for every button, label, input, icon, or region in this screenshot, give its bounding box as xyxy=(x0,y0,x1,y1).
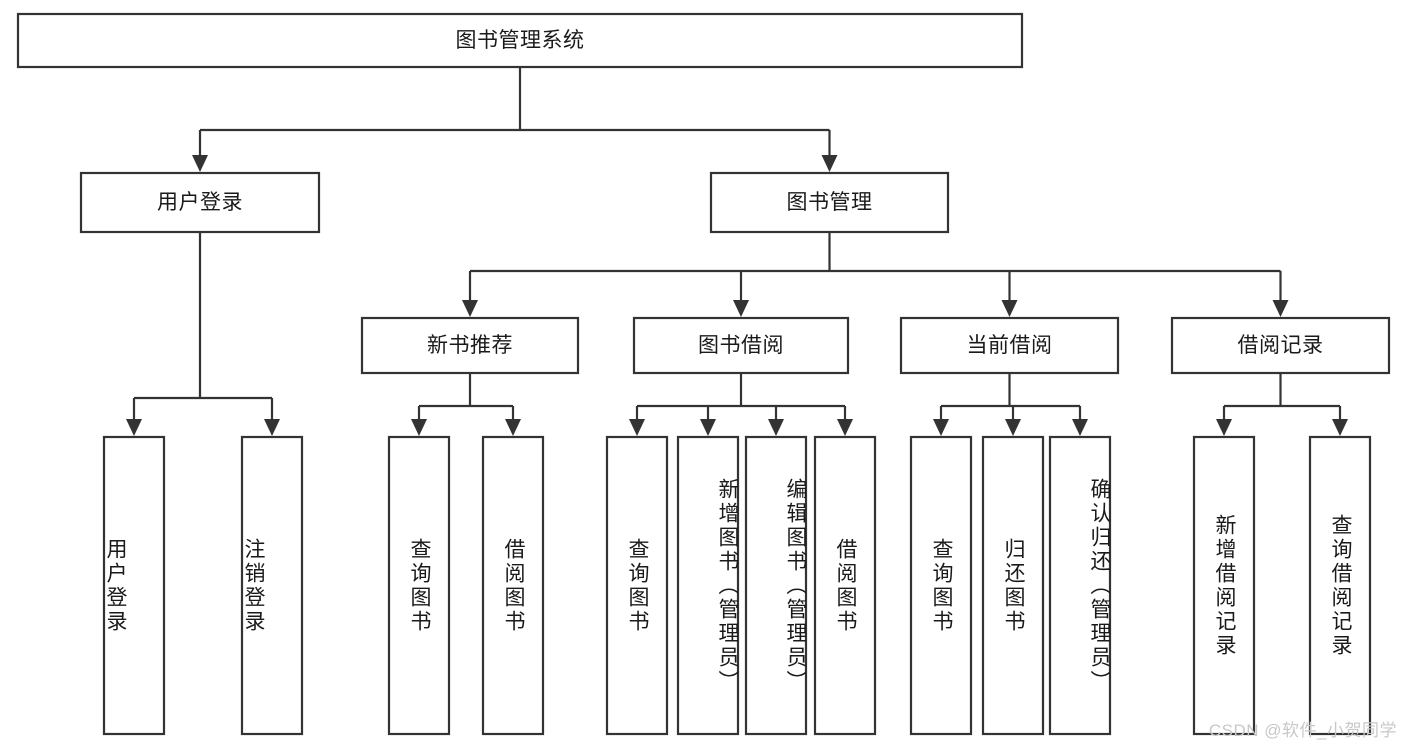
node-box-leaf-edit-book xyxy=(744,435,808,736)
node-box-leaf-borrow-book-1 xyxy=(481,435,545,736)
arrow-head-new-book-recommend-1 xyxy=(505,419,521,436)
arrow-head-current-borrow-1 xyxy=(1005,419,1021,436)
arrow-head-book-borrow-3 xyxy=(837,419,853,436)
arrow-head-borrow-record-1 xyxy=(1332,419,1348,436)
node-box-current-borrow xyxy=(899,316,1120,375)
arrow-head-current-borrow-0 xyxy=(933,419,949,436)
node-box-leaf-query-book-2 xyxy=(605,435,669,736)
arrow-head-book-borrow-0 xyxy=(629,419,645,436)
node-box-leaf-confirm-return xyxy=(1048,435,1112,736)
node-box-user-login xyxy=(79,171,321,234)
node-box-leaf-query-book-3 xyxy=(909,435,973,736)
arrow-head-new-book-recommend-0 xyxy=(411,419,427,436)
node-box-leaf-user-login xyxy=(102,435,166,736)
node-box-leaf-add-record xyxy=(1192,435,1256,736)
node-box-leaf-add-book xyxy=(676,435,740,736)
arrow-head-current-borrow-2 xyxy=(1072,419,1088,436)
arrow-head-borrow-record-0 xyxy=(1216,419,1232,436)
node-box-book-management xyxy=(709,171,950,234)
arrow-head-book-borrow-2 xyxy=(768,419,784,436)
arrow-head-user-login-1 xyxy=(264,419,280,436)
node-box-leaf-return-book xyxy=(981,435,1045,736)
node-box-leaf-logout xyxy=(240,435,304,736)
arrow-head-book-borrow-1 xyxy=(700,419,716,436)
node-box-root xyxy=(16,12,1024,69)
arrow-head-book-management-1 xyxy=(733,300,749,317)
arrow-head-user-login-0 xyxy=(126,419,142,436)
node-box-new-book-recommend xyxy=(360,316,580,375)
watermark-text: CSDN @软件_小贺同学 xyxy=(1208,721,1397,740)
connectors-layer xyxy=(126,67,1348,436)
arrow-head-root-0 xyxy=(192,155,208,172)
boxes-layer xyxy=(16,12,1391,736)
arrow-head-book-management-2 xyxy=(1001,300,1018,317)
node-box-book-borrow xyxy=(632,316,850,375)
arrow-head-root-1 xyxy=(821,155,838,172)
node-box-leaf-query-book-1 xyxy=(387,435,451,736)
node-box-leaf-borrow-book-2 xyxy=(813,435,877,736)
arrow-head-book-management-0 xyxy=(462,300,478,317)
node-box-leaf-query-record xyxy=(1308,435,1372,736)
arrow-head-book-management-3 xyxy=(1272,300,1289,317)
node-box-borrow-record xyxy=(1170,316,1391,375)
